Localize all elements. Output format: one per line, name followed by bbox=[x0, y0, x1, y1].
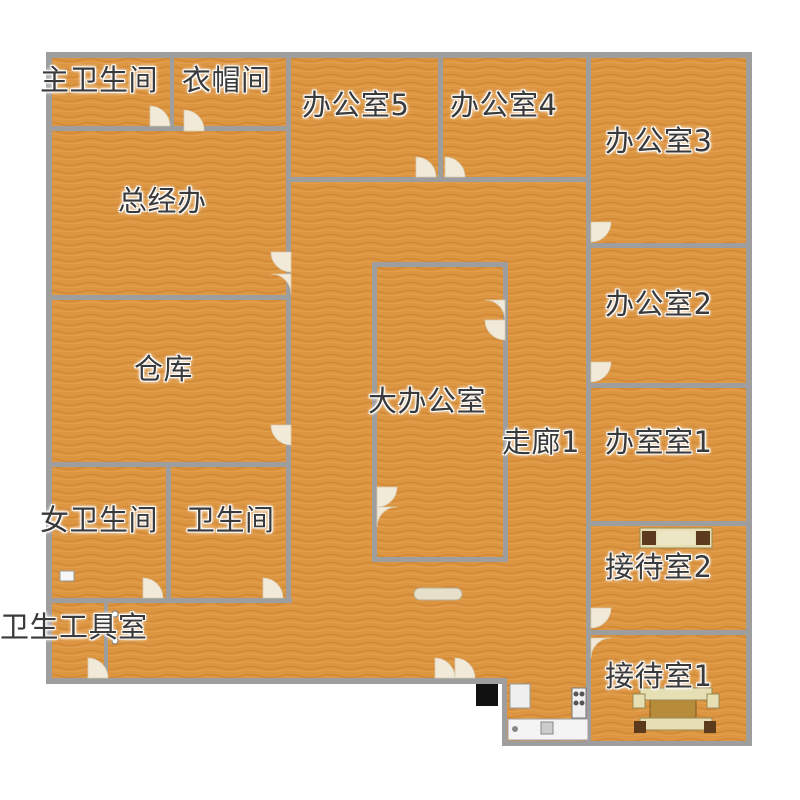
room-label-office-3: 办公室3 bbox=[605, 124, 713, 158]
room-label-open-office: 大办公室 bbox=[368, 384, 487, 418]
room-label-gm-office: 总经办 bbox=[118, 184, 207, 218]
room-label-corridor: 走廊1 bbox=[502, 425, 580, 459]
room-label-office-4: 办公室4 bbox=[450, 88, 558, 122]
room-label-mens-restroom: 卫生间 bbox=[186, 503, 275, 537]
room-label-master-bath: 主卫生间 bbox=[40, 63, 159, 97]
reception-sofa-set-1 bbox=[632, 687, 720, 733]
doors bbox=[87, 105, 612, 679]
room-label-janitor: 卫生工具室 bbox=[0, 610, 148, 644]
walls bbox=[46, 52, 752, 746]
room-label-warehouse: 仓库 bbox=[134, 352, 194, 386]
kitchen-fixtures bbox=[59, 570, 589, 741]
room-label-office-5: 办公室5 bbox=[302, 88, 410, 122]
room-label-office-2: 办公室2 bbox=[605, 287, 713, 321]
room-label-cloakroom: 衣帽间 bbox=[182, 63, 271, 97]
room-label-office-1: 办室室1 bbox=[605, 425, 713, 459]
room-label-reception-2: 接待室2 bbox=[605, 550, 713, 584]
room-label-womens-restroom: 女卫生间 bbox=[40, 503, 159, 537]
reception-sofa-set-2 bbox=[639, 527, 713, 549]
room-label-reception-1: 接待室1 bbox=[605, 659, 713, 693]
